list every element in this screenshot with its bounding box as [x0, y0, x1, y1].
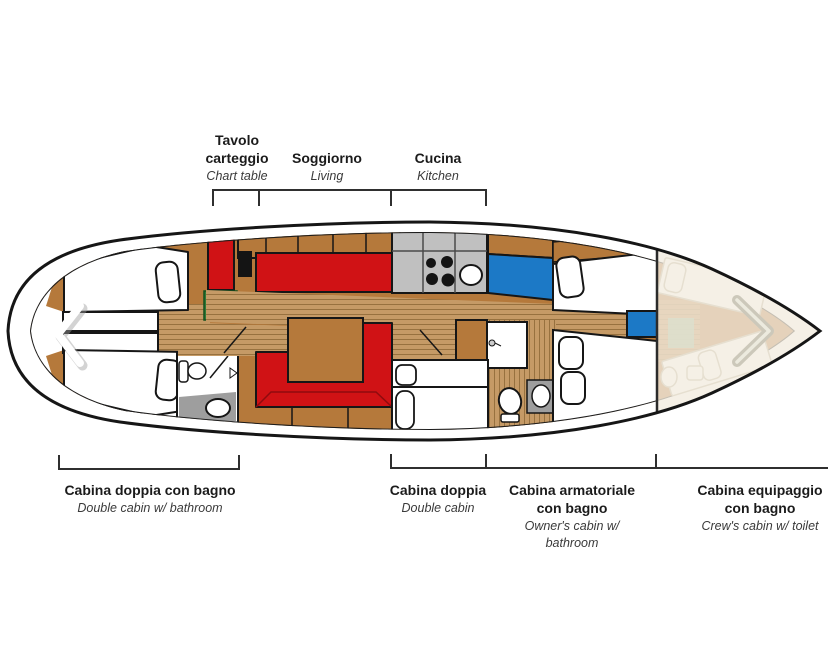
- label-it: Cabina armatoriale con bagno: [508, 482, 636, 516]
- pillow: [395, 390, 415, 430]
- saloon-sofa-top: [255, 252, 393, 293]
- section-label-kitchen: Cucina Kitchen: [388, 149, 488, 185]
- aft-cabin-bracket: [58, 455, 240, 470]
- aft-bathroom: [176, 351, 239, 424]
- label-it: Cucina: [414, 150, 462, 166]
- toilet-base: [500, 413, 520, 423]
- sofa-seams: [255, 391, 393, 408]
- wood-cabinet: [455, 319, 488, 363]
- door-arrow: [229, 367, 238, 379]
- section-label-double-cabin: Cabina doppia Double cabin: [368, 481, 508, 517]
- sink: [459, 264, 483, 286]
- stove: [426, 256, 455, 287]
- pillow: [558, 336, 584, 370]
- toilet: [205, 398, 231, 418]
- label-it: Cabina doppia con bagno: [64, 482, 236, 498]
- carousel-next-button[interactable]: [732, 295, 774, 367]
- pillow: [154, 260, 182, 304]
- corridor-floor: [390, 326, 456, 364]
- label-en: Double cabin w/ bathroom: [77, 501, 223, 515]
- sink-cabinet: [178, 360, 189, 383]
- label-it: Cabina doppia: [389, 482, 487, 498]
- section-label-living: Soggiorno Living: [277, 149, 377, 185]
- chart-seat: [207, 235, 235, 291]
- top-sections-bracket: [212, 189, 487, 206]
- chevron-left-icon: [54, 302, 84, 367]
- cabinet-dividers: [265, 232, 367, 258]
- sink: [531, 384, 551, 408]
- door-swing: [419, 329, 443, 356]
- chevron-right-icon: [735, 298, 771, 364]
- pillow: [555, 255, 585, 299]
- label-en: Owner's cabin w/ bathroom: [524, 519, 620, 550]
- label-en: Chart table: [206, 169, 268, 183]
- label-en: Living: [310, 169, 344, 183]
- label-en: Kitchen: [417, 169, 459, 183]
- dinette: [255, 317, 393, 430]
- section-label-aft-double-cabin: Cabina doppia con bagno Double cabin w/ …: [50, 481, 250, 517]
- aft-cabin: [46, 236, 239, 424]
- chart-table-top: [238, 251, 252, 277]
- label-it: Cabina equipaggio con bagno: [697, 482, 823, 516]
- label-en: Crew's cabin w/ toilet: [701, 519, 819, 533]
- seat-blue: [626, 310, 658, 338]
- shower-head-icon: [488, 339, 496, 347]
- pillow: [560, 371, 586, 405]
- sink: [187, 362, 207, 380]
- section-label-crew-cabin: Cabina equipaggio con bagno Crew's cabin…: [693, 481, 827, 535]
- shower-head-icon: [494, 342, 502, 347]
- dinette-table: [287, 317, 364, 383]
- pillow: [395, 364, 417, 386]
- label-it: Soggiorno: [292, 150, 362, 166]
- counter-grid: [392, 232, 487, 293]
- carousel-prev-button[interactable]: [54, 302, 88, 371]
- label-en: Double cabin: [401, 501, 475, 515]
- double-cabin: [391, 359, 489, 430]
- hull-outline: [6, 220, 823, 442]
- label-it: Tavolo carteggio: [205, 132, 269, 166]
- nav-seat-blue: [487, 252, 554, 302]
- section-label-chart-table: Tavolo carteggio Chart table: [187, 131, 287, 185]
- section-label-owners-cabin: Cabina armatoriale con bagno Owner's cab…: [502, 481, 642, 552]
- door-swing: [209, 355, 229, 379]
- companionway-step: [223, 326, 247, 354]
- fore-cabins-bracket: [390, 454, 828, 469]
- shower: [486, 321, 528, 369]
